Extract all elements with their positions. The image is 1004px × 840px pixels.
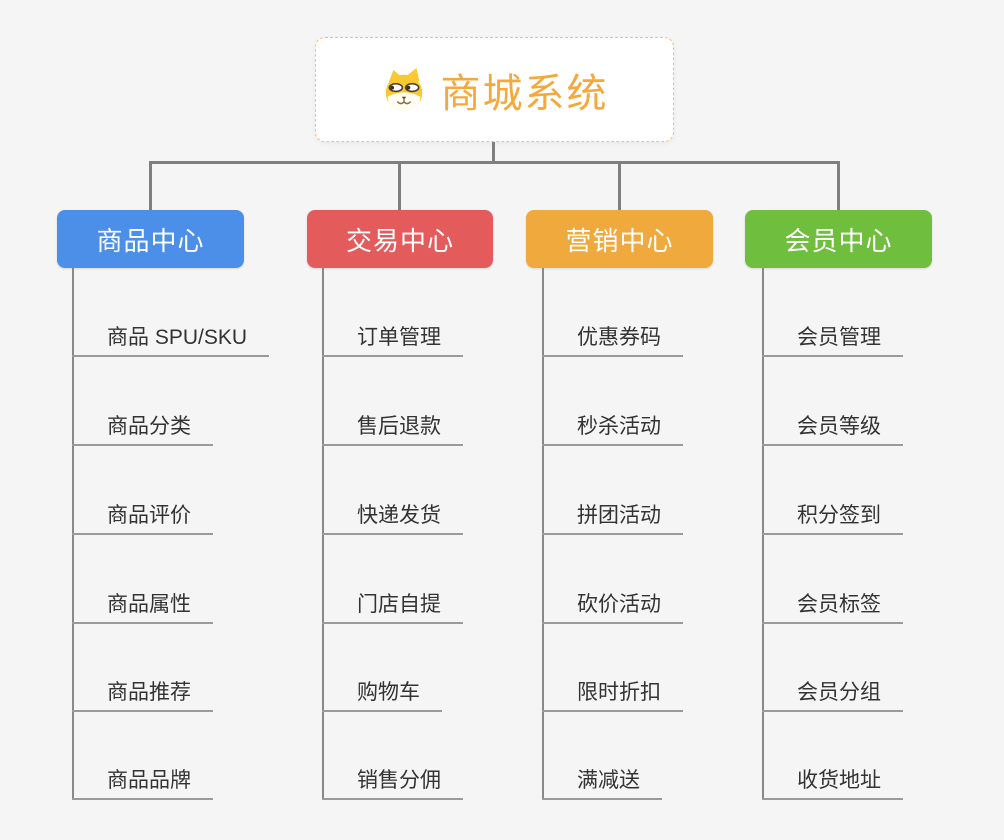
leaf-node[interactable]: 销售分佣 bbox=[322, 768, 463, 800]
leaf-node[interactable]: 会员标签 bbox=[762, 592, 903, 624]
leaf-node[interactable]: 会员管理 bbox=[762, 325, 903, 357]
connector-drop-branch-4 bbox=[837, 161, 840, 211]
leaf-node[interactable]: 限时折扣 bbox=[542, 680, 683, 712]
leaf-node[interactable]: 优惠券码 bbox=[542, 325, 683, 357]
leaf-node[interactable]: 门店自提 bbox=[322, 592, 463, 624]
connector-root-stub bbox=[492, 142, 495, 163]
leaf-node[interactable]: 购物车 bbox=[322, 680, 442, 712]
root-node[interactable]: 商城系统 bbox=[315, 37, 674, 142]
leaf-node[interactable]: 商品评价 bbox=[72, 503, 213, 535]
leaf-node[interactable]: 会员分组 bbox=[762, 680, 903, 712]
connector-drop-branch-2 bbox=[398, 161, 401, 211]
leaf-node[interactable]: 商品品牌 bbox=[72, 768, 213, 800]
leaf-node[interactable]: 砍价活动 bbox=[542, 592, 683, 624]
connector-drop-branch-1 bbox=[149, 161, 152, 211]
branch-node-member-center[interactable]: 会员中心 bbox=[745, 210, 932, 268]
leaf-node[interactable]: 商品推荐 bbox=[72, 680, 213, 712]
leaf-node[interactable]: 快递发货 bbox=[322, 503, 463, 535]
branch-node-marketing-center[interactable]: 营销中心 bbox=[526, 210, 713, 268]
leaf-node[interactable]: 商品属性 bbox=[72, 592, 213, 624]
leaf-node[interactable]: 秒杀活动 bbox=[542, 414, 683, 446]
branch-node-trade-center[interactable]: 交易中心 bbox=[307, 210, 493, 268]
connector-drop-branch-3 bbox=[618, 161, 621, 211]
leaf-node[interactable]: 售后退款 bbox=[322, 414, 463, 446]
connector-horizontal-bar bbox=[149, 161, 840, 164]
root-title: 商城系统 bbox=[440, 71, 609, 116]
leaf-node[interactable]: 订单管理 bbox=[322, 325, 463, 357]
leaf-node[interactable]: 会员等级 bbox=[762, 414, 903, 446]
leaf-node[interactable]: 商品 SPU/SKU bbox=[72, 325, 270, 357]
leaf-node[interactable]: 满减送 bbox=[542, 768, 662, 800]
dog-face-icon bbox=[385, 67, 422, 111]
leaf-node[interactable]: 商品分类 bbox=[72, 414, 213, 446]
leaf-node[interactable]: 积分签到 bbox=[762, 503, 903, 535]
leaf-node[interactable]: 收货地址 bbox=[762, 768, 903, 800]
branch-node-product-center[interactable]: 商品中心 bbox=[57, 210, 244, 268]
leaf-node[interactable]: 拼团活动 bbox=[542, 503, 683, 535]
